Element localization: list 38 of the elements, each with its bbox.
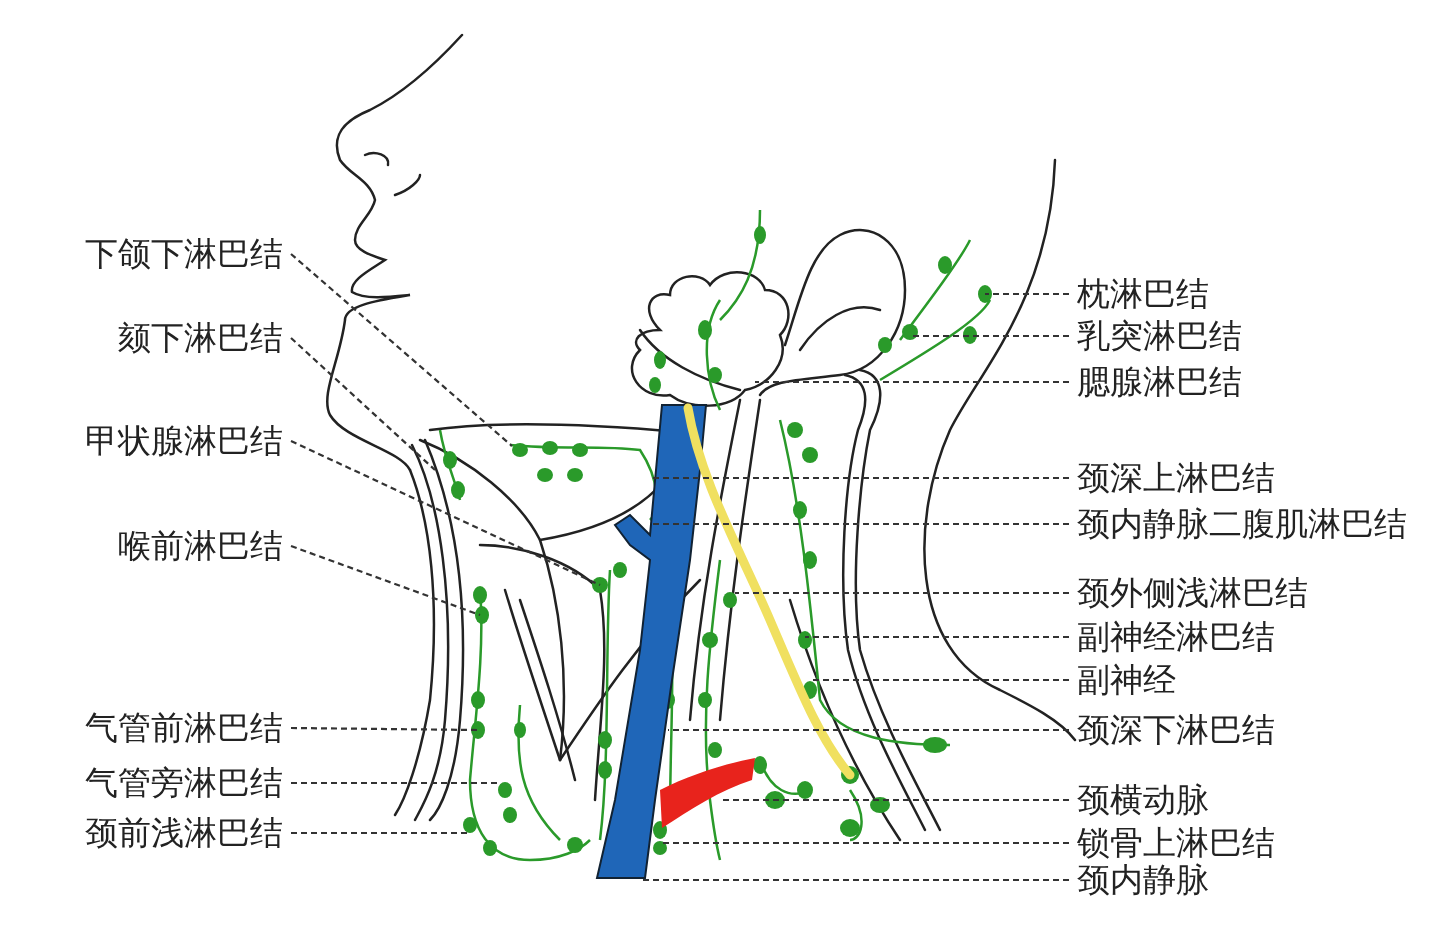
leader-line xyxy=(290,337,436,471)
part-label: 颈深上淋巴结 xyxy=(1077,458,1275,498)
leader-line xyxy=(805,635,1069,639)
part-label: 下颌下淋巴结 xyxy=(85,234,283,274)
leader-line xyxy=(290,440,601,586)
part-label: 气管前淋巴结 xyxy=(85,708,283,748)
leader-line xyxy=(290,544,481,617)
leader-line xyxy=(660,841,1069,845)
part-label: 腮腺淋巴结 xyxy=(1077,362,1242,402)
part-label: 颈内静脉 xyxy=(1077,860,1209,900)
part-label: 气管旁淋巴结 xyxy=(85,763,283,803)
part-label: 甲状腺淋巴结 xyxy=(85,421,283,461)
part-label: 喉前淋巴结 xyxy=(118,526,283,566)
leader-line xyxy=(720,798,1069,802)
leader-line xyxy=(910,334,1069,338)
part-label: 颈深下淋巴结 xyxy=(1077,710,1275,750)
part-label: 颈内静脉二腹肌淋巴结 xyxy=(1077,504,1407,544)
part-label: 颏下淋巴结 xyxy=(118,318,283,358)
part-label: 乳突淋巴结 xyxy=(1077,316,1242,356)
part-label: 副神经淋巴结 xyxy=(1077,617,1275,657)
leader-line xyxy=(985,292,1069,296)
leader-line xyxy=(640,878,1069,882)
leader-line xyxy=(290,253,513,447)
leader-line xyxy=(291,781,497,785)
part-label: 颈外侧浅淋巴结 xyxy=(1077,573,1308,613)
leader-line xyxy=(735,591,1069,595)
leader-line xyxy=(755,380,1069,384)
leader-line xyxy=(291,831,470,835)
leader-line xyxy=(291,726,478,732)
part-label: 锁骨上淋巴结 xyxy=(1077,823,1275,863)
part-label: 副神经 xyxy=(1077,660,1176,700)
leader-line xyxy=(668,728,1069,732)
part-label: 颈前浅淋巴结 xyxy=(85,813,283,853)
leader-line xyxy=(650,522,1069,526)
leader-line xyxy=(650,476,1069,480)
part-label: 枕淋巴结 xyxy=(1077,274,1209,314)
leader-line xyxy=(810,678,1069,682)
part-label: 颈横动脉 xyxy=(1077,780,1209,820)
